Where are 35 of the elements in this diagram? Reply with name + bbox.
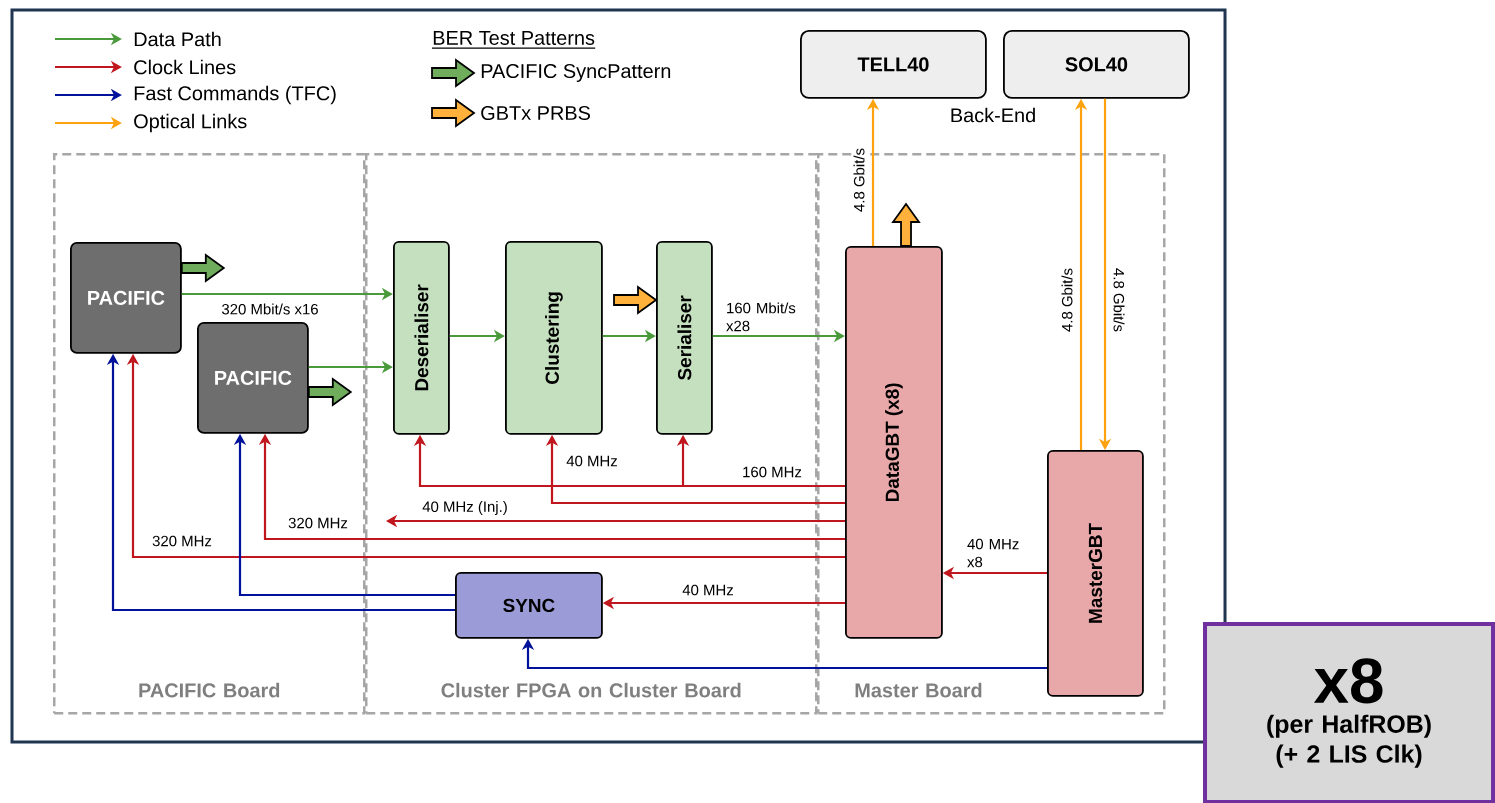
backend-box: SOL40 bbox=[1003, 30, 1190, 99]
block-arrow bbox=[891, 202, 921, 247]
edge-label: 160 MHz bbox=[740, 465, 804, 479]
legend-heading: BER Test Patterns bbox=[431, 31, 596, 49]
edge-label: 4.8 Gbit/s bbox=[1060, 266, 1074, 334]
process-box: Serialiser bbox=[656, 241, 713, 435]
process-box: Clustering bbox=[505, 241, 603, 435]
transceiver-box: DataGBT (x8) bbox=[845, 246, 943, 639]
edge-label: 320 MHz bbox=[150, 534, 214, 548]
note-box: x8 (per HalfROB) (+ 2 LIS Clk) bbox=[1203, 622, 1495, 803]
edge-label: 160 Mbit/s x28 bbox=[724, 300, 808, 333]
legend-label: GBTx PRBS bbox=[481, 105, 590, 121]
block-arrow bbox=[180, 253, 226, 283]
block-arrow bbox=[307, 377, 353, 407]
block-arrow bbox=[613, 285, 658, 315]
legend-label: Fast Commands (TFC) bbox=[134, 85, 336, 105]
section-label: Back-End bbox=[951, 107, 1035, 123]
legend-label: PACIFIC SyncPattern bbox=[481, 64, 671, 83]
edge-label: 40 MHz (Inj.) bbox=[420, 499, 510, 517]
chip-box: PACIFIC bbox=[197, 322, 309, 434]
chip-box: PACIFIC bbox=[70, 242, 182, 354]
process-box: SYNC bbox=[455, 572, 603, 639]
edge-label: 40 MHz bbox=[680, 583, 736, 597]
edge-label: 320 MHz bbox=[286, 516, 350, 530]
legend-label: Data Path bbox=[134, 31, 221, 47]
transceiver-box: MasterGBT bbox=[1047, 450, 1144, 697]
legend-label: Clock Lines bbox=[134, 59, 236, 75]
edge-label: 4.8 Gbit/s bbox=[852, 146, 866, 214]
edge-label: 40 MHz x8 bbox=[965, 537, 1025, 569]
edge-label: 4.8 Gbit/s bbox=[1112, 266, 1126, 334]
legend-label: Optical Links bbox=[134, 113, 247, 133]
edge-label: 320 Mbit/s x16 bbox=[219, 302, 321, 316]
edge-label: 40 MHz bbox=[564, 454, 620, 468]
backend-box: TELL40 bbox=[800, 30, 987, 99]
process-box: Deserialiser bbox=[393, 241, 450, 435]
